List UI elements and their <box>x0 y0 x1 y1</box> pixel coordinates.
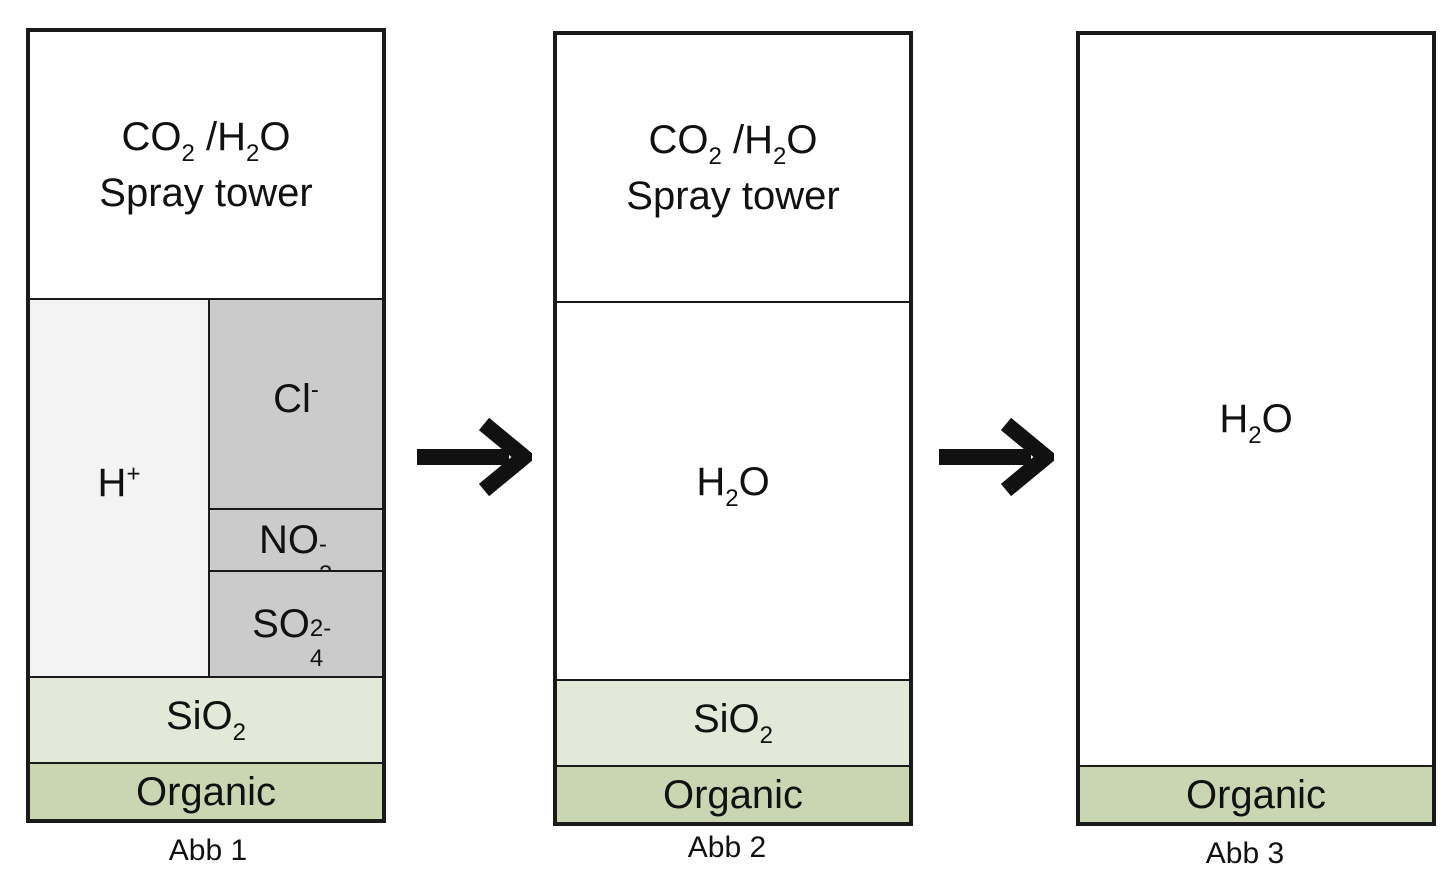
caption-abb1: Abb 1 <box>168 834 248 867</box>
so4-base: SO <box>252 602 310 646</box>
organic-section: Organic <box>557 765 909 822</box>
co2-h2o-label: CO2 /H2O <box>626 116 839 172</box>
organic-section: Organic <box>30 762 382 819</box>
so4-superscript: 2- <box>309 615 332 642</box>
panel-abb1: CO2 /H2O Spray tower H+ Cl- NO-3 SO2-4 S… <box>26 28 386 823</box>
h-plus-section: H+ <box>30 298 208 676</box>
spray-tower-section: CO2 /H2O Spray tower <box>30 32 382 298</box>
no3-label: NO-3 <box>259 516 333 588</box>
cl-section: Cl- <box>208 298 382 508</box>
panel-abb2: CO2 /H2O Spray tower H2O SiO2 Organic <box>553 31 913 826</box>
organic-label: Organic <box>135 769 277 814</box>
spray-tower-section: CO2 /H2O Spray tower <box>557 35 909 301</box>
co2-subscript: 2 <box>181 140 195 167</box>
spray-tower-label: Spray tower <box>99 170 313 215</box>
sio2-base: SiO <box>165 694 233 739</box>
sio2-section: SiO2 <box>557 679 909 765</box>
sio2-subscript: 2 <box>759 722 774 749</box>
caption-abb3: Abb 3 <box>1205 837 1285 870</box>
h-text: /H <box>721 118 773 163</box>
h2o-subscript: 2 <box>725 485 739 512</box>
h-text: /H <box>194 115 246 160</box>
no3-base: NO <box>259 518 319 562</box>
arrow-shaft <box>939 449 1031 465</box>
sio2-base: SiO <box>692 697 760 742</box>
h2o-o: O <box>1261 397 1293 441</box>
o-text: O <box>259 115 291 160</box>
no3-superscript: - <box>319 531 327 558</box>
h2o-section: H2O <box>1080 35 1432 765</box>
h2o-o: O <box>738 460 770 505</box>
h2o-label: H2O <box>1080 395 1432 451</box>
sio2-section: SiO2 <box>30 676 382 762</box>
h2-subscript: 2 <box>772 143 787 170</box>
caption-abb2: Abb 2 <box>687 831 767 864</box>
h2o-label: H2O <box>696 458 769 514</box>
panel-abb3: H2O Organic <box>1076 31 1436 826</box>
spray-tower-label: Spray tower <box>626 173 840 218</box>
h2o-subscript: 2 <box>1248 421 1262 449</box>
h2-subscript: 2 <box>245 140 260 167</box>
cl-label: Cl- <box>273 375 319 423</box>
h-plus-superscript: + <box>126 460 141 488</box>
arrow-right-icon <box>417 418 532 496</box>
h-plus-base: H <box>97 461 127 505</box>
organic-section: Organic <box>1080 765 1432 822</box>
sio2-label: SiO2 <box>693 695 773 751</box>
co2-subscript: 2 <box>708 143 722 170</box>
co2-h2o-label: CO2 /H2O <box>99 113 312 169</box>
cl-base: Cl <box>273 377 311 421</box>
arrow-head <box>478 418 532 496</box>
no3-section: NO-3 <box>208 508 382 588</box>
h2o-h: H <box>696 460 726 505</box>
arrow-right-icon <box>939 418 1054 496</box>
arrow-head <box>1000 418 1054 496</box>
so4-subscript: 4 <box>309 645 324 672</box>
organic-label: Organic <box>662 772 804 817</box>
cl-superscript: - <box>310 376 319 404</box>
organic-label: Organic <box>1185 772 1327 817</box>
h-plus-label: H+ <box>98 459 141 507</box>
h2o-h: H <box>1219 397 1249 441</box>
arrow-shaft <box>417 449 509 465</box>
sio2-label: SiO2 <box>166 692 246 748</box>
co2-text: CO <box>648 118 709 163</box>
sio2-subscript: 2 <box>232 719 247 746</box>
h2o-section: H2O <box>557 301 909 679</box>
co2-text: CO <box>121 115 182 160</box>
o-text: O <box>786 118 818 163</box>
